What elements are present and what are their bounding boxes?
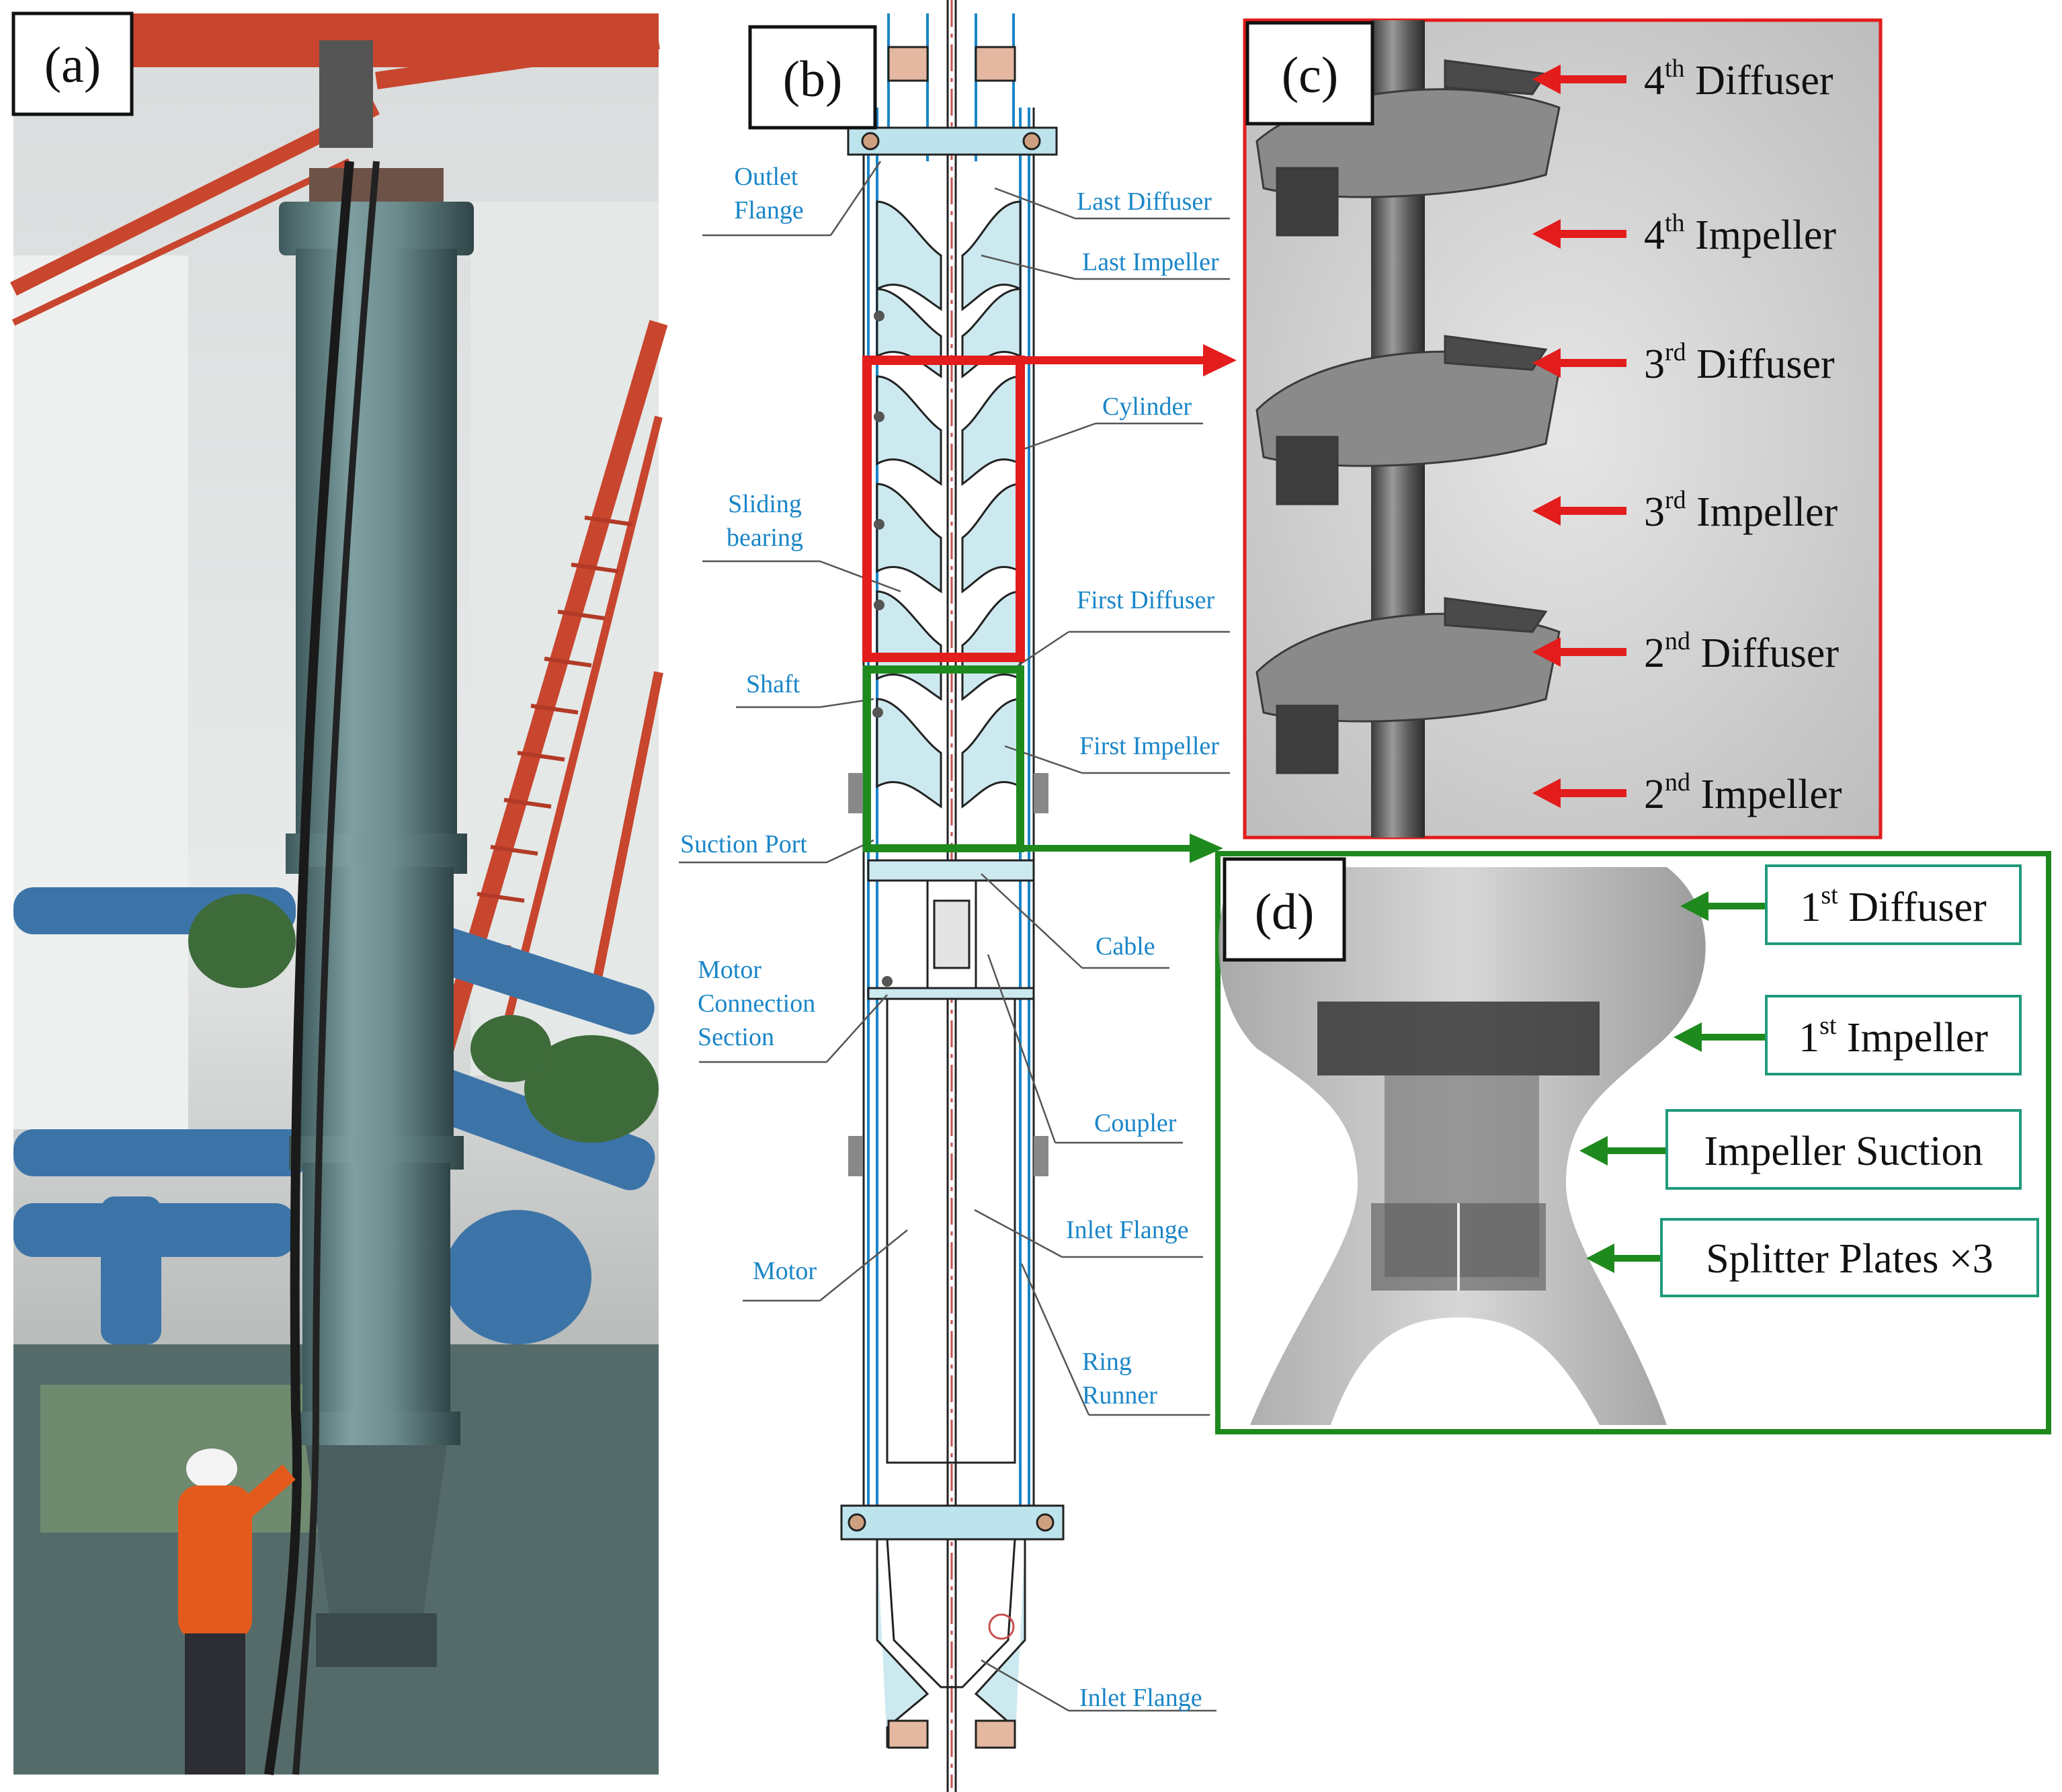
panel-a-photo: (a)	[10, 11, 668, 1775]
panel-c-label: (c)	[1245, 21, 1374, 126]
inlet-flange-photo	[316, 1613, 437, 1667]
connector-green	[1020, 833, 1223, 863]
panel-d-text: (d)	[1255, 884, 1315, 940]
panel-d-labels: 1st Diffuser 1st Impeller Impeller Sucti…	[1660, 864, 2039, 1297]
label-inlet-flange-mid: Inlet Flange	[1066, 1216, 1189, 1244]
label-ring-runner-1: Ring	[1082, 1348, 1132, 1376]
red-highlight-box	[862, 356, 1025, 662]
stair-rungs	[463, 516, 632, 950]
label-c-3: 3rd Impeller	[1644, 486, 1838, 535]
label-sliding-bearing-2: bearing	[727, 524, 803, 552]
lifting-hook	[319, 40, 373, 148]
top-flange-drawing	[847, 46, 1058, 156]
panel-b-drawing: Outlet Flange Last Diffuser Last Impelle…	[679, 0, 1237, 1792]
bottom-inlet-drawing	[840, 1504, 1065, 1749]
green-highlight-box	[863, 665, 1024, 852]
leader-lines	[679, 161, 1230, 1712]
panel-b-text: (b)	[783, 51, 843, 108]
label-motor-connection-3: Section	[698, 1023, 774, 1051]
panel-c-render: 4th Diffuser 4th Impeller 3rd Diffuser 3…	[1243, 18, 1883, 840]
label-c-0: 4th Diffuser	[1644, 54, 1833, 104]
label-motor-connection-1: Motor	[698, 956, 761, 984]
label-last-diffuser: Last Diffuser	[1077, 188, 1212, 216]
label-first-impeller: First Impeller	[1079, 732, 1219, 760]
pump-column	[264, 40, 474, 1775]
panel-d-label: (d)	[1223, 857, 1346, 962]
box-d-0	[1765, 864, 2022, 945]
building-wall	[13, 255, 188, 1129]
label-outlet-flange-1: Outlet	[735, 163, 798, 191]
panel-b-label: (b)	[748, 25, 877, 130]
connector-red	[1020, 344, 1237, 376]
panel-c-arrows	[1532, 65, 1626, 808]
label-coupler: Coupler	[1094, 1109, 1177, 1137]
panel-d-render: 1st Diffuser 1st Impeller Impeller Sucti…	[1215, 851, 2051, 1434]
render-blades	[1255, 59, 1561, 774]
label-c-4: 2nd Diffuser	[1644, 627, 1839, 676]
suction-coupler	[867, 859, 1035, 1000]
inlet-cone	[306, 1445, 447, 1613]
motor-flange	[292, 1412, 460, 1445]
label-c-5: 2nd Impeller	[1644, 768, 1842, 817]
label-d-0: 1st Diffuser	[1800, 881, 1987, 930]
box-d-2	[1665, 1109, 2022, 1190]
side-bolts	[848, 311, 1048, 1176]
label-d-2: Impeller Suction	[1704, 1129, 1983, 1174]
d-impeller-band	[1317, 1002, 1600, 1075]
label-d-1: 1st Impeller	[1799, 1012, 1988, 1061]
panel-c-text: (c)	[1282, 47, 1338, 104]
plants	[188, 894, 659, 1143]
box-d-3	[1660, 1218, 2039, 1297]
label-ring-runner-2: Runner	[1082, 1381, 1157, 1410]
label-sliding-bearing-1: Sliding	[728, 490, 802, 518]
panel-a-text: (a)	[44, 37, 101, 93]
label-first-diffuser: First Diffuser	[1077, 586, 1214, 614]
translucent-body	[1218, 867, 1706, 1425]
label-motor-connection-2: Connection	[698, 989, 815, 1018]
label-last-impeller: Last Impeller	[1082, 248, 1219, 276]
label-outlet-flange-2: Flange	[734, 196, 803, 225]
top-flange	[279, 202, 474, 255]
motor-body	[302, 1163, 450, 1425]
label-motor: Motor	[753, 1257, 817, 1285]
worker	[178, 1449, 296, 1775]
label-cylinder: Cylinder	[1102, 393, 1192, 421]
label-suction-port: Suction Port	[680, 830, 807, 858]
panel-c-labels: 4th Diffuser 4th Impeller 3rd Diffuser 3…	[1644, 54, 1842, 817]
label-cable: Cable	[1096, 932, 1155, 961]
box-d-1	[1765, 995, 2022, 1075]
panel-a-label: (a)	[11, 11, 134, 116]
panel-b-labels: Outlet Flange Last Diffuser Last Impelle…	[680, 163, 1219, 1712]
label-shaft: Shaft	[746, 670, 800, 698]
label-c-1: 4th Impeller	[1644, 209, 1836, 258]
label-c-2: 3rd Diffuser	[1644, 338, 1835, 387]
panel-d-arrows	[1579, 891, 1768, 1273]
label-inlet-flange-bottom: Inlet Flange	[1079, 1684, 1202, 1712]
label-d-3: Splitter Plates ×3	[1706, 1236, 1993, 1282]
